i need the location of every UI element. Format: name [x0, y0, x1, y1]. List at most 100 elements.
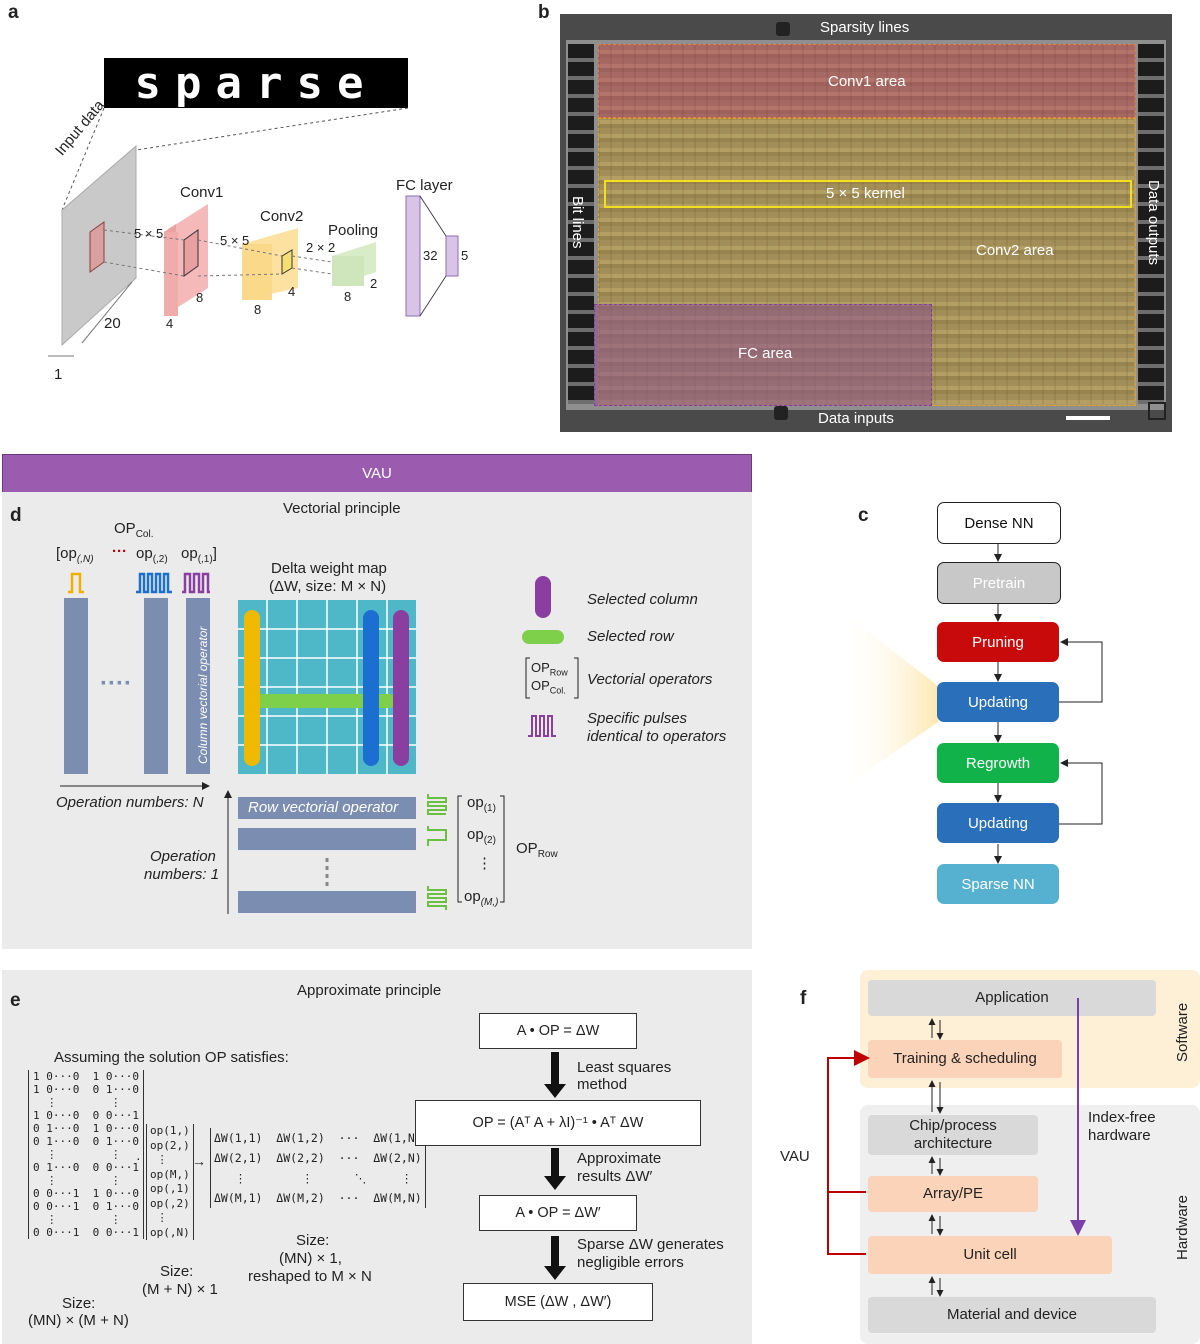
- step-approximate-2: results ΔW′: [577, 1168, 653, 1185]
- op-bracket-close: ]: [212, 545, 217, 562]
- op-row-label: OPRow: [516, 840, 558, 860]
- vau-hierarchy-label: VAU: [780, 1148, 810, 1165]
- dim-20: 20: [104, 315, 121, 332]
- vectorial-diagram: [60, 572, 579, 914]
- op-vector: op(1,) op(2,) ⋮ op(M,) op(,1) op(,2) ⋮ o…: [146, 1124, 194, 1240]
- flow-pretrain: Pretrain: [937, 562, 1061, 604]
- step-least-squares-2: method: [577, 1076, 628, 1093]
- row-op-1-text: op: [467, 794, 484, 811]
- row-op-m-sub: (M,): [480, 897, 499, 908]
- step-least-squares-1: Least squares: [577, 1059, 672, 1076]
- legend-pulses-1: Specific pulses: [587, 710, 688, 727]
- kernel3-label: 2 × 2: [306, 240, 336, 255]
- conv1-depth: 8: [196, 290, 204, 305]
- size-dw-value: (MN) × 1,: [279, 1250, 342, 1267]
- index-free-1: Index-free: [1088, 1109, 1156, 1126]
- pool-depth: 2: [370, 276, 378, 291]
- size-op-label: Size:: [160, 1263, 194, 1280]
- column-hdots: ····: [100, 670, 132, 697]
- size-dw-label: Size:: [296, 1232, 330, 1249]
- panel-d-label: d: [10, 505, 22, 526]
- layer-material-device: Material and device: [868, 1297, 1156, 1333]
- hardware-label: Hardware: [1174, 1194, 1191, 1260]
- training-flowchart: [840, 542, 1103, 864]
- op-bracket-open: [op: [56, 545, 77, 562]
- operation-numbers-n: Operation numbers: N: [56, 794, 204, 811]
- size-a-value: (MN) × (M + N): [28, 1312, 129, 1329]
- panel-c-label: c: [858, 505, 869, 526]
- fc-size-32: 32: [423, 248, 438, 263]
- flow-dense-nn: Dense NN: [937, 502, 1061, 544]
- legend-selected-column: Selected column: [587, 591, 698, 608]
- sparse-banner-text: sparse: [134, 57, 378, 109]
- row-op-2-text: op: [467, 826, 484, 843]
- layer-unit-cell: Unit cell: [868, 1236, 1112, 1274]
- panel-e-title: Approximate principle: [297, 982, 442, 999]
- op-n-sub: (,N): [76, 554, 94, 565]
- step-sparse-1: Sparse ΔW generates: [577, 1236, 724, 1253]
- conv2-label: Conv2: [260, 208, 304, 225]
- conv2-width: 8: [254, 302, 262, 317]
- legend-op-row: OPRow: [531, 660, 568, 678]
- op-2-label: op(,2): [136, 545, 168, 565]
- op-col-label: OPCol.: [114, 520, 153, 540]
- layer-chip-architecture: Chip/process architecture: [868, 1115, 1038, 1155]
- column-vectorial-operator-label: Column vectorial operator: [196, 626, 210, 764]
- op-1-sub: (,1): [197, 554, 213, 565]
- assuming-text: Assuming the solution OP satisfies:: [54, 1049, 289, 1066]
- panel-f-label: f: [800, 988, 807, 1009]
- software-label: Software: [1174, 1002, 1191, 1062]
- vau-banner-text: VAU: [362, 465, 392, 482]
- conv1-width: 4: [166, 316, 174, 331]
- row-op-2-sub: (2): [483, 835, 496, 846]
- flow-updating-2: Updating: [937, 803, 1059, 843]
- conv1-area-label: Conv1 area: [828, 73, 906, 90]
- operation-numbers-1b: numbers: 1: [144, 866, 220, 883]
- matrix-a: 1 0···0 1 0···0 1 0···0 0 1···0 ⋮ ⋮ 1 0·…: [28, 1070, 144, 1239]
- operation-numbers-1a: Operation: [150, 848, 216, 865]
- legend-op-col-text: OP: [531, 678, 550, 693]
- equation-2: OP = (Aᵀ A + λI)⁻¹ • Aᵀ ΔW: [415, 1100, 701, 1146]
- op-col-text: OP: [114, 520, 136, 537]
- sparsity-lines-label: Sparsity lines: [820, 19, 910, 36]
- row-op-vdots: ⋮: [477, 855, 492, 872]
- row-op-m-text: op: [464, 888, 481, 905]
- op-n-label: [op(,N): [56, 545, 94, 565]
- index-free-2: hardware: [1088, 1127, 1151, 1144]
- legend-op-row-sub: Row: [549, 667, 568, 678]
- equation-3: A • OP = ΔW′: [479, 1195, 637, 1231]
- op-1-label: op(,1)]: [181, 545, 217, 565]
- delta-w-matrix: ΔW(1,1) ΔW(1,2) ··· ΔW(1,N) ΔW(2,1) ΔW(2…: [210, 1128, 426, 1208]
- size-op-value: (M + N) × 1: [142, 1281, 218, 1298]
- flow-regrowth: Regrowth: [937, 743, 1059, 783]
- dot-operator-1: ·: [136, 1150, 141, 1166]
- panel-e-label: e: [10, 990, 21, 1011]
- chip-micrograph: [560, 14, 1172, 432]
- size-dw-reshape: reshaped to M × N: [248, 1268, 372, 1285]
- fc-layer-label: FC layer: [396, 177, 453, 194]
- pooling-label: Pooling: [328, 222, 379, 239]
- cnn-architecture-diagram: [48, 107, 459, 357]
- approximation-arrows: [544, 1052, 566, 1280]
- op-row-text: OP: [516, 840, 538, 857]
- sparse-banner: sparse: [104, 57, 408, 109]
- delta-weight-size: (ΔW, size: M × N): [269, 578, 387, 595]
- op-dots: ···: [112, 543, 127, 560]
- delta-weight-title: Delta weight map: [271, 560, 387, 577]
- flow-pruning: Pruning: [937, 622, 1059, 662]
- panel-a-label: a: [8, 2, 19, 23]
- op-2-text: op: [136, 545, 153, 562]
- legend-selected-row: Selected row: [587, 628, 674, 645]
- equation-4: MSE (ΔW , ΔW′): [463, 1283, 653, 1321]
- panel-b-label: b: [538, 2, 550, 23]
- op-1-text: op: [181, 545, 198, 562]
- maps-to-arrow: →: [192, 1153, 206, 1169]
- row-op-m: op(M,): [464, 888, 498, 908]
- data-outputs-label: Data outputs: [1145, 180, 1162, 266]
- fc-size-5: 5: [461, 248, 469, 263]
- legend-pulses-2: identical to operators: [587, 728, 727, 745]
- row-op-1: op(1): [467, 794, 496, 814]
- step-approximate-1: Approximate: [577, 1150, 662, 1167]
- kernel-label: 5 × 5 kernel: [826, 185, 905, 202]
- fc-area-label: FC area: [738, 345, 793, 362]
